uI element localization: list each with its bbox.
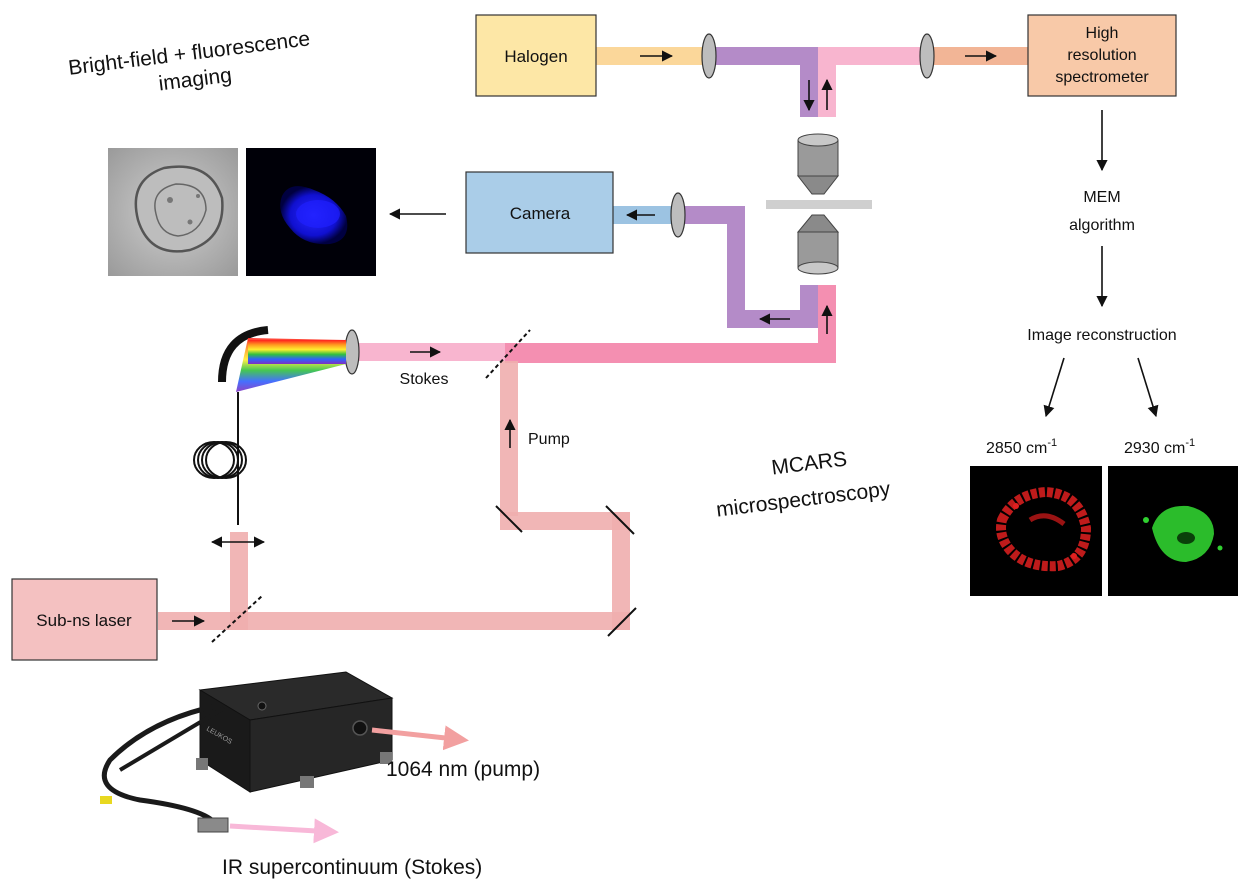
dichroic-mirror — [485, 329, 531, 379]
camera-label: Camera — [510, 204, 571, 223]
pump-label: Pump — [528, 431, 570, 448]
image-2850 — [970, 466, 1102, 596]
arrows — [172, 50, 1159, 627]
pump-beam-up — [500, 361, 518, 516]
fluorescence-image — [246, 148, 376, 276]
mirror-pump-top-left — [495, 505, 523, 533]
mem-label-1: MEM — [1083, 189, 1120, 206]
brightfield-title-2: imaging — [157, 64, 233, 96]
laser-box: Sub-ns laser — [11, 578, 158, 661]
spectrometer-label-3: spectrometer — [1055, 69, 1149, 86]
stokes-output-label: IR supercontinuum (Stokes) — [222, 856, 482, 879]
sample-stage — [766, 200, 872, 209]
fiber-coil — [193, 441, 247, 479]
halogen-box: Halogen — [475, 14, 597, 97]
beam-splitter — [211, 595, 263, 643]
lens-camera — [670, 192, 686, 238]
lens-spectrometer — [919, 33, 935, 79]
mirrors — [211, 329, 637, 643]
wavenumber-2850: 2850 cm-1 — [986, 437, 1057, 457]
lens-stokes — [344, 329, 360, 375]
lens-halogen — [701, 33, 717, 79]
camera-return-vertical — [727, 206, 745, 328]
lower-objective — [796, 214, 840, 275]
laser-device-photo: LEUKOS — [100, 671, 469, 844]
laser-beam-up — [230, 532, 248, 630]
spectrometer-label-2: resolution — [1067, 47, 1136, 64]
signal-beam-horizontal — [818, 47, 928, 65]
mcars-title-2: microspectroscopy — [715, 477, 892, 521]
brightfield-image — [108, 148, 238, 276]
rainbow-beam — [248, 340, 346, 364]
arrow-to-2930 — [1137, 357, 1159, 418]
device-port — [352, 720, 368, 736]
mcars-title-1: MCARS — [770, 448, 848, 480]
spectrometer-label-1: High — [1086, 25, 1119, 42]
output-pump — [371, 725, 469, 751]
illumination-beam-horizontal — [708, 47, 818, 65]
image-2930 — [1108, 466, 1238, 596]
laser-beam — [158, 612, 630, 630]
pump-beam-top — [500, 512, 630, 530]
camera-return-horizontal — [678, 206, 743, 224]
camera-box: Camera — [465, 171, 614, 254]
stokes-label: Stokes — [400, 371, 449, 388]
device-cable — [101, 703, 217, 824]
combined-beam — [505, 343, 836, 363]
output-stokes — [229, 818, 339, 844]
cable-connector — [197, 817, 229, 833]
pump-output-label: 1064 nm (pump) — [386, 758, 540, 781]
spectrometer-box: High resolution spectrometer — [1027, 14, 1177, 97]
beam-paths — [158, 47, 1028, 630]
halogen-label: Halogen — [504, 47, 567, 66]
supercontinuum-source — [193, 326, 346, 525]
mirror-pump-bottom-right — [607, 607, 637, 637]
device-knob — [257, 701, 267, 711]
pump-beam-right — [612, 512, 630, 630]
laser-label: Sub-ns laser — [36, 611, 132, 630]
camera-return-riser — [800, 285, 818, 328]
upper-objective — [796, 133, 840, 195]
wavenumber-2930: 2930 cm-1 — [1124, 437, 1195, 457]
mirror-pump-top-right — [605, 505, 635, 535]
lenses — [344, 33, 935, 375]
mem-label-2: algorithm — [1069, 217, 1135, 234]
microscope — [766, 133, 872, 275]
reconstruction-label: Image reconstruction — [1027, 327, 1176, 344]
parabolic-mirror — [218, 326, 269, 383]
arrow-to-2850 — [1043, 357, 1065, 418]
